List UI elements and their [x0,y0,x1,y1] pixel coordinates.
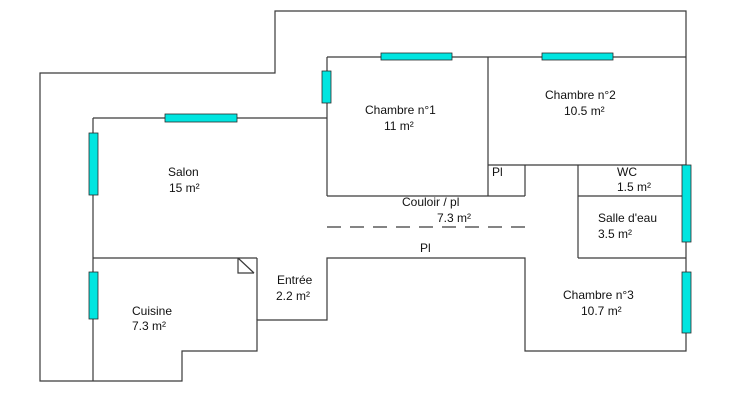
bedroom3-name: Chambre n°3 [563,288,634,302]
window-bedroom1-top [380,52,453,61]
window-salon-west [88,132,99,196]
bedroom1-name: Chambre n°1 [365,103,436,117]
salon-area: 15 m² [169,181,200,195]
kitchen-corner-mark [237,257,255,274]
entree-name: Entrée [277,273,313,287]
wc-area: 1.5 m² [617,180,651,194]
wc-name: WC [617,165,637,179]
corridor-name: Couloir / pl [402,195,459,209]
window-bedroom1-west [321,70,332,104]
window-wc-east [681,164,692,243]
window-kitchen-west [88,271,99,320]
kitchen-name: Cuisine [132,304,172,318]
kitchen-area: 7.3 m² [132,319,166,333]
salon-name: Salon [168,165,199,179]
placard-top-label: Pl [492,165,503,179]
entree-area: 2.2 m² [276,289,310,303]
bedroom3-area: 10.7 m² [581,304,622,318]
outer-wall [39,10,687,382]
bathroom-area: 3.5 m² [598,227,632,241]
bedroom2-area: 10.5 m² [564,104,605,118]
bedroom1-area: 11 m² [384,119,414,133]
corridor-area: 7.3 m² [437,211,471,225]
bedroom2-name: Chambre n°2 [545,88,616,102]
placard-corridor-label: Pl [420,241,431,255]
window-salon-top [164,113,238,123]
window-bedroom3-east [681,271,692,334]
bathroom-name: Salle d'eau [598,211,657,225]
window-bedroom2-top [541,52,614,61]
